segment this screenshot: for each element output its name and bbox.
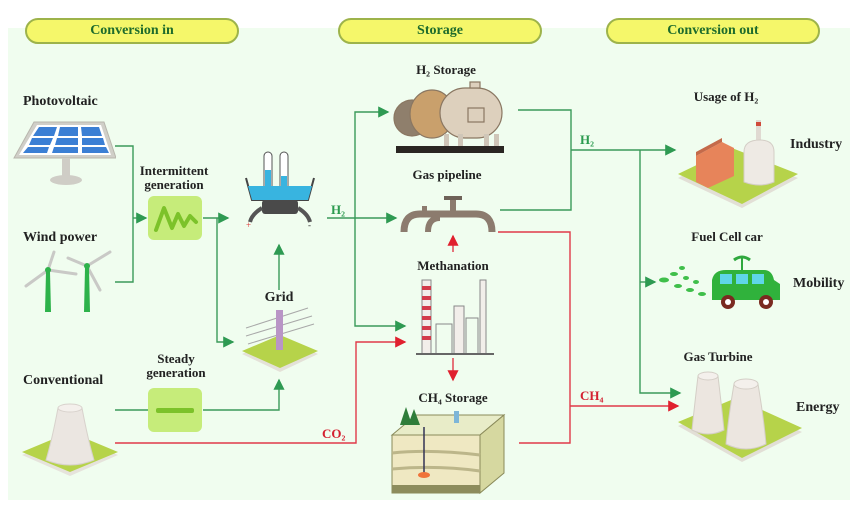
- steady-line-icon: [148, 388, 202, 432]
- label-intermittent-line1: Intermittent: [139, 163, 209, 178]
- flow-label-co2: CO₂: [322, 426, 346, 441]
- label-fuel-cell-car: Fuel Cell car: [691, 229, 763, 244]
- section-conversion-out: Conversion out: [606, 18, 820, 44]
- svg-text:-: -: [308, 220, 311, 230]
- label-usage-of-h2: Usage of H₂: [693, 89, 759, 104]
- methanation-plant-icon: [416, 279, 494, 355]
- label-steady-line2: generation: [146, 365, 206, 381]
- label-gas-pipeline: Gas pipeline: [412, 167, 482, 182]
- pv-line: [115, 145, 134, 283]
- gas-pipeline-icon: [400, 196, 496, 233]
- label-energy: Energy: [796, 400, 840, 415]
- label-photovoltaic: Photovoltaic: [23, 94, 98, 109]
- label-intermittent-generation: Intermittent generation: [139, 163, 209, 193]
- section-storage: Storage: [338, 18, 542, 44]
- h2-storage-out: [500, 109, 572, 211]
- h2-to-mobility-and-energy: [639, 150, 682, 399]
- h2-to-storage: [354, 106, 390, 218]
- hydrogen-tank-icon: [393, 81, 504, 153]
- svg-text:+: +: [246, 220, 251, 230]
- flow-label-h2-electrolyzer: H₂: [331, 202, 346, 217]
- label-ch4-storage: CH₄ Storage: [418, 390, 488, 405]
- label-steady-line1: Steady: [157, 351, 195, 366]
- electrolyzer-icon: + -: [245, 151, 315, 230]
- solar-panel-icon: [13, 121, 116, 185]
- co2-line: [115, 336, 407, 444]
- industry-factory-icon: [678, 120, 798, 208]
- label-industry: Industry: [790, 137, 843, 152]
- gas-turbine-icon: [678, 371, 802, 462]
- section-conversion-in: Conversion in: [25, 18, 239, 44]
- steady-to-grid: [203, 378, 285, 411]
- wind-turbine-icon: [24, 250, 112, 312]
- label-steady-generation: Steady generation: [146, 351, 206, 381]
- label-conventional: Conventional: [23, 373, 104, 388]
- label-intermittent-line2: generation: [144, 177, 204, 193]
- ch4-line: [498, 231, 571, 444]
- label-wind-power: Wind power: [23, 230, 98, 245]
- label-gas-turbine: Gas Turbine: [683, 349, 753, 364]
- underground-storage-icon: [390, 407, 506, 495]
- flow-label-h2-output: H₂: [580, 132, 595, 147]
- h2-to-methanation: [354, 218, 407, 332]
- label-mobility: Mobility: [793, 276, 845, 291]
- flow-label-ch4: CH₄: [580, 388, 604, 403]
- power-grid-icon: [242, 307, 318, 372]
- label-methanation: Methanation: [417, 258, 489, 273]
- cooling-tower-icon: [22, 403, 118, 476]
- label-grid: Grid: [264, 290, 294, 305]
- label-h2-storage: H₂ Storage: [416, 62, 476, 77]
- fuel-cell-car-icon: [659, 255, 780, 309]
- intermittent-wave-icon: [148, 196, 202, 240]
- intermittent-to-grid: [216, 218, 235, 348]
